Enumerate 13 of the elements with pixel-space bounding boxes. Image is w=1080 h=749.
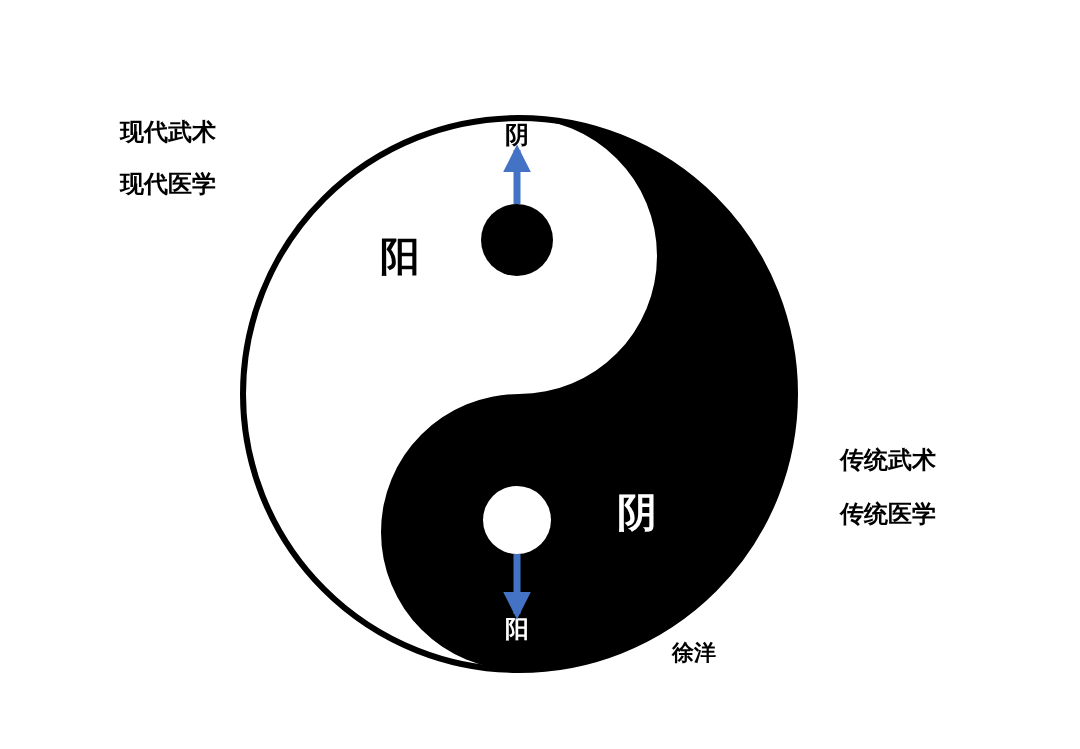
side-label: 传统医学 [840,502,936,526]
region-label: 阴 [617,492,657,532]
arrow [503,554,531,620]
node-label: 阴 [500,120,534,150]
side-label: 传统武术 [840,448,936,472]
arrow [503,144,531,204]
dot-shape [483,486,551,554]
author-credit: 徐洋 [672,642,716,664]
node-label: 阳 [500,614,534,644]
side-label: 现代武术 [120,120,216,144]
side-label: 现代医学 [120,172,216,196]
dot-shape [481,204,553,276]
region-label: 阳 [380,236,420,276]
